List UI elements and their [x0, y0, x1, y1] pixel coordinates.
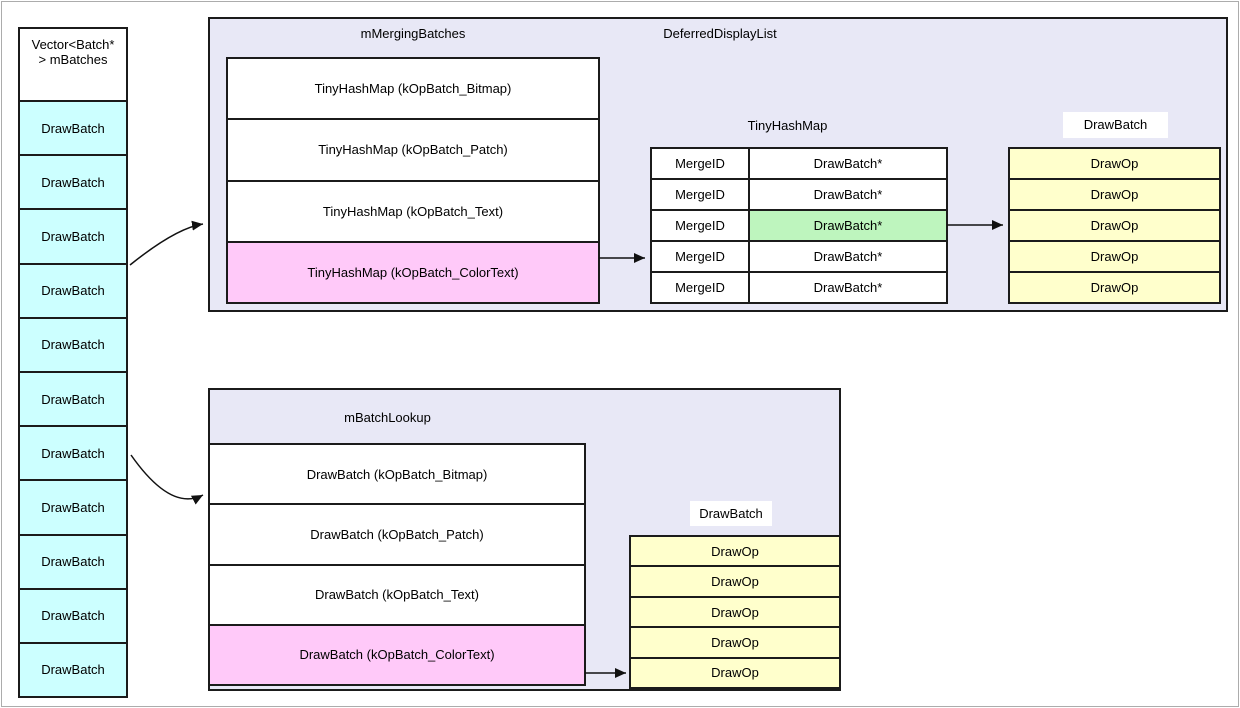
- mbatchlookup-box: mBatchLookup DrawBatch (kOpBatch_Bitmap)…: [208, 388, 841, 691]
- drawbatch-colortext-row: DrawBatch (kOpBatch_ColorText): [210, 625, 584, 684]
- drawbatch-cell: DrawBatch: [20, 535, 126, 590]
- drawbatch-bitmap-row: DrawBatch (kOpBatch_Bitmap): [210, 445, 584, 506]
- drawbatch-cell: DrawBatch: [20, 156, 126, 211]
- drawop-row: DrawOp: [631, 537, 839, 568]
- drawop-row: DrawOp: [1010, 211, 1219, 242]
- drawbatch-cell: DrawBatch: [20, 318, 126, 373]
- tinyhashmap-table: MergeID DrawBatch* MergeID DrawBatch* Me…: [650, 147, 948, 304]
- drawbatch-pointer-cell: DrawBatch*: [750, 273, 946, 302]
- vector-header-line2: > mBatches: [38, 52, 108, 67]
- drawbatch-text-row: DrawBatch (kOpBatch_Text): [210, 565, 584, 626]
- hashmap-row: MergeID DrawBatch*: [652, 242, 946, 273]
- drawop-row: DrawOp: [631, 628, 839, 659]
- drawop-stack-top: DrawOp DrawOp DrawOp DrawOp DrawOp: [1008, 147, 1221, 304]
- drawbatch-pointer-cell: DrawBatch*: [750, 180, 946, 209]
- drawop-row: DrawOp: [631, 658, 839, 688]
- drawbatch-cell: DrawBatch: [20, 427, 126, 482]
- drawbatch-patch-row: DrawBatch (kOpBatch_Patch): [210, 505, 584, 566]
- tinyhashmap-colortext-row: TinyHashMap (kOpBatch_ColorText): [228, 242, 598, 302]
- vector-mbatches-column: Vector<Batch* > mBatches DrawBatch DrawB…: [18, 27, 128, 698]
- mergeid-cell: MergeID: [652, 180, 750, 209]
- drawbatch-pointer-cell-highlighted: DrawBatch*: [750, 211, 946, 240]
- drawop-row: DrawOp: [1010, 149, 1219, 180]
- hashmap-row: MergeID DrawBatch*: [652, 273, 946, 302]
- drawbatch-cell: DrawBatch: [20, 372, 126, 428]
- drawop-stack-bottom: DrawOp DrawOp DrawOp DrawOp DrawOp: [629, 535, 841, 689]
- arrow-mbatches-to-merging: [129, 220, 204, 266]
- hashmap-row: MergeID DrawBatch*: [652, 211, 946, 242]
- vector-header-line1: Vector<Batch*: [31, 37, 115, 52]
- mergeid-cell: MergeID: [652, 273, 750, 302]
- drawbatch-label-badge: DrawBatch: [690, 501, 772, 526]
- mergeid-cell: MergeID: [652, 211, 750, 240]
- mergeid-cell: MergeID: [652, 149, 750, 178]
- drawbatch-cell: DrawBatch: [20, 481, 126, 536]
- hashmap-row: MergeID DrawBatch*: [652, 149, 946, 180]
- tinyhashmap-patch-row: TinyHashMap (kOpBatch_Patch): [228, 120, 598, 182]
- hashmap-row: MergeID DrawBatch*: [652, 180, 946, 211]
- drawbatch-label-badge: DrawBatch: [1063, 112, 1168, 138]
- drawbatch-cell: DrawBatch: [20, 210, 126, 265]
- mergeid-cell: MergeID: [652, 242, 750, 271]
- drawop-row: DrawOp: [1010, 242, 1219, 273]
- drawbatch-cell: DrawBatch: [20, 589, 126, 644]
- deferreddisplaylist-label: DeferredDisplayList: [663, 26, 777, 41]
- drawop-row: DrawOp: [1010, 180, 1219, 211]
- drawbatch-pointer-cell: DrawBatch*: [750, 242, 946, 271]
- vector-mbatches-header: Vector<Batch* > mBatches: [20, 29, 126, 102]
- mbatchlookup-label: mBatchLookup: [344, 410, 431, 425]
- drawop-row: DrawOp: [631, 597, 839, 629]
- mmergingbatches-label: mMergingBatches: [360, 26, 466, 41]
- deferred-display-list-box: mMergingBatches DeferredDisplayList Tiny…: [208, 17, 1228, 312]
- drawbatch-cell: DrawBatch: [20, 264, 126, 319]
- drawop-row: DrawOp: [1010, 273, 1219, 302]
- merging-batches-table: TinyHashMap (kOpBatch_Bitmap) TinyHashMa…: [226, 57, 600, 304]
- arrow-mbatches-to-lookup: [130, 454, 204, 505]
- batch-lookup-table: DrawBatch (kOpBatch_Bitmap) DrawBatch (k…: [210, 443, 586, 686]
- tinyhashmap-text-row: TinyHashMap (kOpBatch_Text): [228, 181, 598, 243]
- tinyhashmap-label: TinyHashMap: [747, 118, 828, 133]
- drawbatch-cell: DrawBatch: [20, 643, 126, 697]
- drawbatch-cell: DrawBatch: [20, 102, 126, 157]
- tinyhashmap-bitmap-row: TinyHashMap (kOpBatch_Bitmap): [228, 59, 598, 121]
- drawop-row: DrawOp: [631, 567, 839, 598]
- drawbatch-pointer-cell: DrawBatch*: [750, 149, 946, 178]
